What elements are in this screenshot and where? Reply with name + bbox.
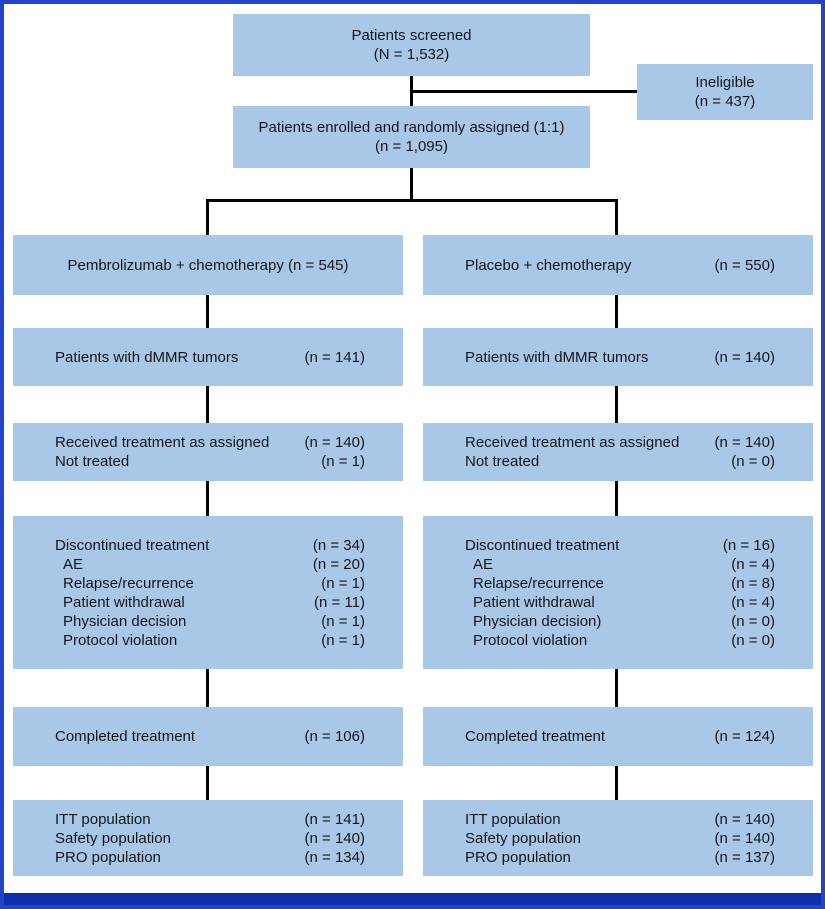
row-label: Received treatment as assigned	[465, 434, 680, 451]
box-populations-left: ITT population (n = 141) Safety populati…	[13, 800, 403, 876]
connector-right-treated-discontinued	[615, 481, 618, 516]
row-count: (n = 134)	[304, 848, 365, 866]
row-label: Relapse/recurrence	[473, 574, 604, 592]
row-count: (n = 34)	[312, 536, 365, 554]
row-label: Discontinued treatment	[55, 536, 210, 554]
row-label: Protocol violation	[63, 631, 178, 649]
row-label: Received treatment as assigned	[55, 434, 270, 451]
row-count: (n = 140)	[304, 434, 365, 451]
row-count: (n = 20)	[312, 555, 365, 573]
row-count: (n = 4)	[731, 593, 775, 611]
row-label: Safety population	[55, 829, 171, 847]
row-label: Safety population	[465, 829, 581, 847]
connector-left-arm-dmmr	[206, 295, 209, 328]
connector-right-completed-populations	[615, 766, 618, 800]
row-count: (n = 8)	[731, 574, 775, 592]
box-treated-right: Received treatment as assigned (n = 140)…	[423, 423, 813, 481]
row-count: (n = 4)	[731, 555, 775, 573]
row-label: Patient withdrawal	[473, 593, 595, 611]
row-label: ITT population	[465, 810, 561, 828]
box-dmmr-left: Patients with dMMR tumors (n = 141)	[13, 328, 403, 386]
row-label: Discontinued treatment	[465, 536, 620, 554]
bottom-accent-bar	[0, 893, 825, 909]
row-label: Patients with dMMR tumors	[55, 348, 239, 366]
box-patients-screened: Patients screened (N = 1,532)	[233, 14, 590, 76]
connector-right-arm-dmmr	[615, 295, 618, 328]
box-discontinued-left: Discontinued treatment (n = 34) AE (n = …	[13, 516, 403, 669]
row-label: AE	[473, 555, 494, 573]
row-count: (n = 0)	[731, 631, 775, 649]
row-label: Not treated	[465, 453, 540, 470]
arm-label: Placebo + chemotherapy	[465, 256, 632, 274]
row-label: Patients with dMMR tumors	[465, 348, 649, 366]
connector-right-dmmr-treated	[615, 386, 618, 423]
row-label: AE	[63, 555, 84, 573]
box-discontinued-right: Discontinued treatment (n = 16) AE (n = …	[423, 516, 813, 669]
box-count: (n = 437)	[694, 93, 756, 110]
box-arm-pembrolizumab: Pembrolizumab + chemotherapy (n = 545)	[13, 235, 403, 295]
row-count: (n = 0)	[731, 453, 775, 470]
row-count: (n = 141)	[304, 348, 365, 366]
row-label: PRO population	[55, 848, 161, 866]
box-count: (n = 1,095)	[375, 138, 448, 155]
connector-to-ineligible	[410, 90, 637, 93]
box-arm-placebo: Placebo + chemotherapy (n = 550)	[423, 235, 813, 295]
box-completed-right: Completed treatment (n = 124)	[423, 707, 813, 766]
row-label: Relapse/recurrence	[63, 574, 194, 592]
row-count: (n = 140)	[304, 829, 365, 847]
connector-right-discontinued-completed	[615, 669, 618, 707]
connector-enrolled-split	[410, 168, 413, 202]
arm-count: (n = 550)	[714, 256, 775, 274]
row-label: Physician decision)	[473, 612, 602, 630]
box-treated-left: Received treatment as assigned (n = 140)…	[13, 423, 403, 481]
connector-left-discontinued-completed	[206, 669, 209, 707]
row-count: (n = 137)	[714, 848, 775, 866]
row-label: Completed treatment	[55, 728, 196, 745]
row-label: Physician decision	[63, 612, 187, 630]
connector-split-left-drop	[206, 199, 209, 235]
connector-split-horizontal	[206, 199, 618, 202]
row-count: (n = 140)	[714, 434, 775, 451]
row-label: Completed treatment	[465, 728, 606, 745]
row-count: (n = 0)	[731, 612, 775, 630]
row-count: (n = 1)	[321, 453, 365, 470]
row-label: Protocol violation	[473, 631, 588, 649]
row-count: (n = 1)	[321, 574, 365, 592]
connector-left-treated-discontinued	[206, 481, 209, 516]
row-count: (n = 140)	[714, 348, 775, 366]
row-label: PRO population	[465, 848, 571, 866]
row-label: Not treated	[55, 453, 130, 470]
connector-split-right-drop	[615, 199, 618, 235]
row-label: ITT population	[55, 810, 151, 828]
box-enrolled: Patients enrolled and randomly assigned …	[233, 106, 590, 168]
connector-left-dmmr-treated	[206, 386, 209, 423]
box-dmmr-right: Patients with dMMR tumors (n = 140)	[423, 328, 813, 386]
row-count: (n = 140)	[714, 829, 775, 847]
row-count: (n = 141)	[304, 810, 365, 828]
row-count: (n = 11)	[314, 593, 365, 611]
row-count: (n = 140)	[714, 810, 775, 828]
box-title: Patients screened	[351, 27, 472, 44]
box-title: Patients enrolled and randomly assigned …	[258, 119, 565, 136]
row-count: (n = 124)	[714, 728, 775, 745]
row-count: (n = 16)	[722, 536, 775, 554]
box-completed-left: Completed treatment (n = 106)	[13, 707, 403, 766]
connector-left-completed-populations	[206, 766, 209, 800]
row-count: (n = 1)	[321, 612, 365, 630]
row-count: (n = 106)	[304, 728, 365, 745]
box-title: Ineligible	[695, 74, 755, 91]
row-label: Patient withdrawal	[63, 593, 185, 611]
box-populations-right: ITT population (n = 140) Safety populati…	[423, 800, 813, 876]
arm-label: Pembrolizumab + chemotherapy (n = 545)	[67, 256, 349, 274]
box-count: (N = 1,532)	[373, 46, 450, 63]
box-ineligible: Ineligible (n = 437)	[637, 64, 813, 120]
row-count: (n = 1)	[321, 631, 365, 649]
